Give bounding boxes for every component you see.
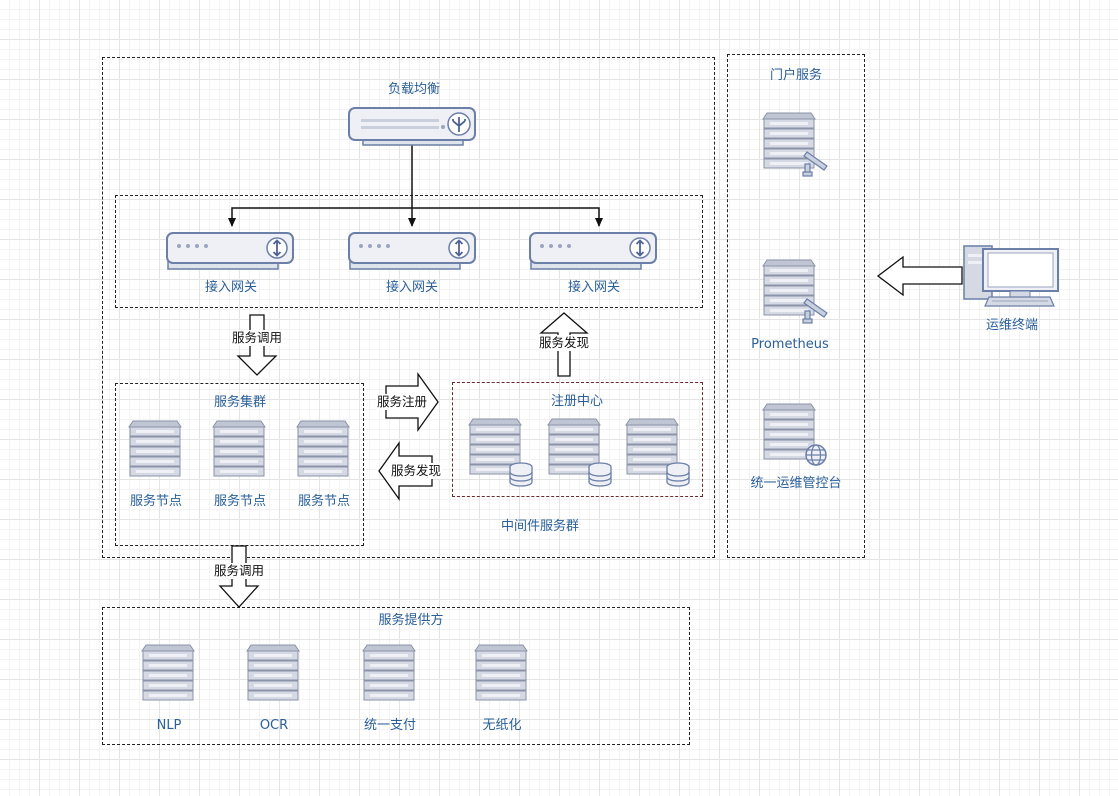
prometheus-label: Prometheus [751,337,829,352]
middleware-group-label: 中间件服务群 [500,519,580,534]
load-balancer-device-icon [348,107,476,146]
console-server-globe-icon [762,403,827,466]
register-arrow-label: 服务注册 [375,394,429,410]
provider-label: OCR [259,718,289,733]
registry-node-server-icon [547,418,612,487]
discover-up-arrow-label: 服务发现 [537,335,591,351]
provider-label: NLP [156,718,182,733]
middleware-group [102,57,715,558]
service-node-label: 服务节点 [129,494,183,509]
cluster-group-label: 服务集群 [213,395,267,410]
provider-server-icon [474,644,528,701]
terminal-left-arrow [876,255,963,297]
provider-label: 统一支付 [363,718,417,733]
terminal-computer-icon [963,245,1059,307]
service-node-server-icon [212,420,266,477]
portal-group-label: 门户服务 [769,68,823,83]
service-node-server-icon [128,420,182,477]
gateway-label: 接入网关 [567,280,621,295]
registry-group [452,382,703,497]
registry-node-server-icon [468,418,533,487]
registry-group-label: 注册中心 [550,394,604,409]
portal-server-wrench-icon [762,112,828,177]
service-node-label: 服务节点 [297,494,351,509]
registry-node-server-icon [625,418,690,487]
provider-server-icon [246,644,300,701]
gateway-device-icon [348,232,476,270]
call-bottom-arrow-label: 服务调用 [212,563,266,579]
lb-connectors [228,143,603,227]
service-node-label: 服务节点 [213,494,267,509]
gateway-group [115,195,703,308]
portal-group [727,54,865,558]
discover-left-arrow-label: 服务发现 [389,463,443,479]
gateway-device-icon [529,232,657,270]
console-label: 统一运维管控台 [750,476,842,491]
load-balancer-label: 负载均衡 [387,82,441,97]
gateway-device-icon [166,232,294,270]
terminal-label: 运维终端 [985,318,1039,333]
call-top-arrow-label: 服务调用 [230,330,284,346]
gateway-label: 接入网关 [385,280,439,295]
service-node-server-icon [296,420,350,477]
gateway-label: 接入网关 [204,280,258,295]
provider-server-icon [362,644,416,701]
prometheus-server-wrench-icon [762,259,828,324]
provider-group-label: 服务提供方 [378,613,444,628]
provider-label: 无纸化 [482,718,522,733]
provider-server-icon [141,644,195,701]
provider-group [102,607,690,745]
